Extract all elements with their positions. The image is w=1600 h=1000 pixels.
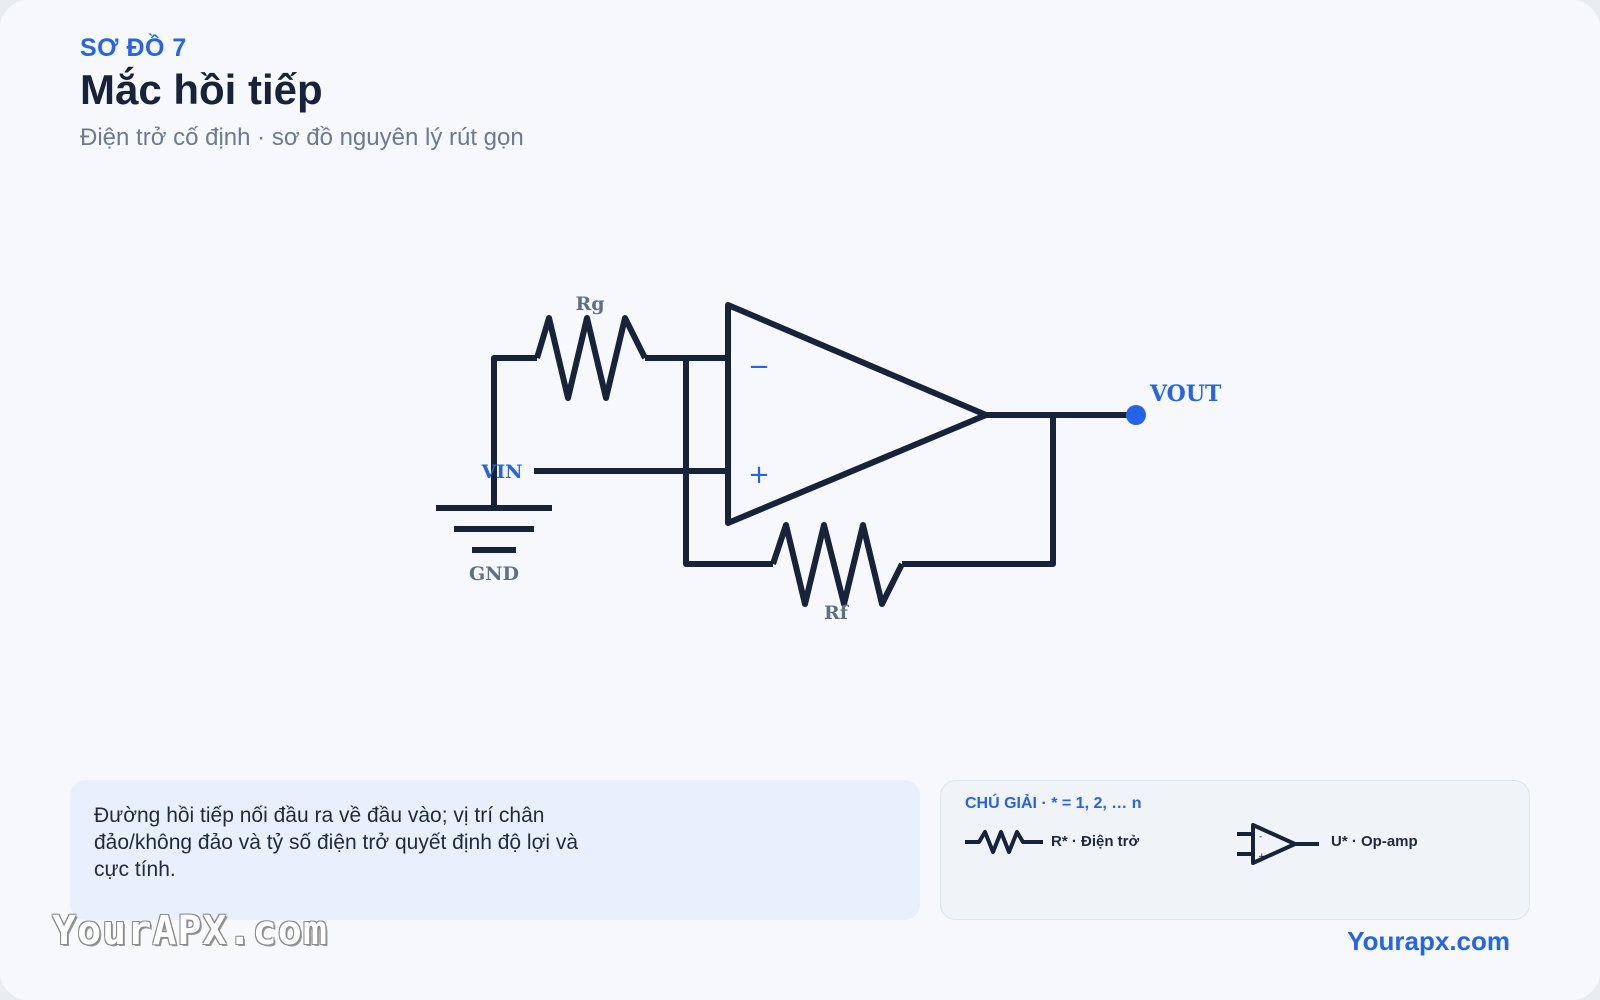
wire-feedback-left xyxy=(683,358,773,567)
label-rg: Rg xyxy=(575,293,604,315)
watermark-logo: YourAPX.com xyxy=(52,908,328,954)
brand-link[interactable]: Yourapx.com xyxy=(1347,926,1510,956)
opamp-symbol xyxy=(725,302,989,526)
diagram-kicker: SƠ ĐỒ 7 xyxy=(80,34,187,62)
plus-sign: + xyxy=(748,460,770,490)
circuit-schematic: − + Rg Rf VIN VOUT GND xyxy=(436,293,1222,624)
vout-terminal xyxy=(1126,405,1146,425)
resistor-rf xyxy=(770,522,905,607)
label-vout: VOUT xyxy=(1149,381,1222,407)
legend-panel: CHÚ GIẢI · * = 1, 2, … n R* · Điện trở -… xyxy=(940,780,1530,920)
wire-feedback-right xyxy=(902,415,1056,567)
resistor-icon xyxy=(965,830,1043,854)
page-title: Mắc hồi tiếp xyxy=(80,66,323,113)
note-panel: Đường hồi tiếp nối đầu ra về đầu vào; vị… xyxy=(70,780,920,920)
svg-text:+: + xyxy=(1258,852,1266,862)
note-text: Đường hồi tiếp nối đầu ra về đầu vào; vị… xyxy=(94,804,579,881)
legend-label-resistor: R* · Điện trở xyxy=(1051,833,1140,850)
minus-sign: − xyxy=(748,352,770,382)
label-vin: VIN xyxy=(481,461,523,483)
legend-label-opamp: U* · Op-amp xyxy=(1331,833,1418,850)
wire-gnd-to-rg xyxy=(491,355,537,505)
resistor-rg xyxy=(534,315,648,401)
page-subtitle: Điện trở cố định · sơ đồ nguyên lý rút g… xyxy=(80,124,524,151)
label-rf: Rf xyxy=(824,602,850,624)
opamp-icon: - + xyxy=(1237,823,1319,865)
svg-text:-: - xyxy=(1259,832,1262,842)
legend-title: CHÚ GIẢI · * = 1, 2, … n xyxy=(965,795,1142,812)
label-gnd: GND xyxy=(469,563,519,585)
